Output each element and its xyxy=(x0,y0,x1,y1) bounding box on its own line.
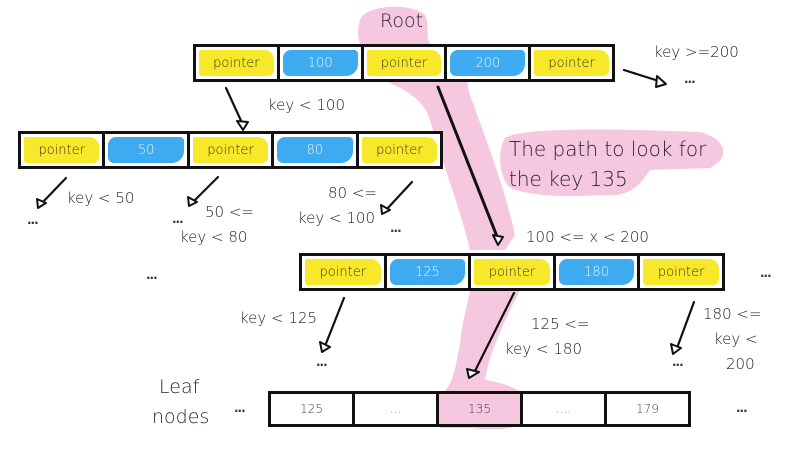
leaf-entry-gap-2: .... xyxy=(523,394,607,424)
leaf-entry-gap-1: ... xyxy=(355,394,439,424)
arrow-mid-p1 xyxy=(323,296,346,348)
leaf-title-2: nodes xyxy=(152,406,210,428)
search-path-callout: The path to look for the key 135 xyxy=(509,134,706,194)
middle-range-label: 100 <= x < 200 xyxy=(526,228,649,246)
middle-right-ellipsis: ... xyxy=(760,266,772,280)
left-internal-node: pointer 50 pointer 80 pointer xyxy=(18,131,443,169)
arrowhead-icon xyxy=(655,75,667,88)
callout-line-1: The path to look for xyxy=(509,137,707,161)
root-node: pointer 100 pointer 200 pointer xyxy=(193,44,615,82)
arrow-left-p3 xyxy=(384,180,414,212)
root-key-2: 200 xyxy=(447,47,532,79)
middle-pointer-3: pointer xyxy=(640,256,722,288)
callout-line-2: the key 135 xyxy=(509,167,628,191)
arrow-left-p1 xyxy=(40,176,68,205)
root-pointer-2: pointer xyxy=(364,47,448,79)
left-pointer-2: pointer xyxy=(190,134,275,166)
middle-pointer-2: pointer xyxy=(471,256,556,288)
middle-label-3b: key < xyxy=(714,330,758,348)
arrowhead-icon xyxy=(670,343,682,355)
arrowhead-icon xyxy=(236,120,249,131)
middle-ellipsis-3: ... xyxy=(672,355,684,369)
left-label-2b: key < 80 xyxy=(180,228,248,246)
root-left-label: key < 100 xyxy=(268,96,345,114)
left-ellipsis-2: ... xyxy=(172,212,184,226)
middle-key-2: 180 xyxy=(556,256,641,288)
left-label-1: key < 50 xyxy=(67,189,135,207)
left-label-2a: 50 <= xyxy=(205,203,254,221)
arrowhead-icon xyxy=(36,198,47,209)
arrows xyxy=(40,68,696,375)
arrow-mid-p3 xyxy=(675,300,696,350)
root-title: Root xyxy=(380,10,424,32)
middle-key-1: 125 xyxy=(387,256,472,288)
left-pointer-1: pointer xyxy=(21,134,106,166)
leaf-entry-135-highlighted: 135 xyxy=(439,394,523,424)
leaf-entry-179: 179 xyxy=(636,402,659,416)
middle-label-1: key < 125 xyxy=(240,309,317,327)
arrow-root-left xyxy=(224,86,245,127)
middle-ellipsis-1: ... xyxy=(316,355,328,369)
arrowhead-icon xyxy=(380,204,391,215)
leaf-title-1: Leaf xyxy=(159,376,200,398)
left-label-3a: 80 <= xyxy=(328,184,377,202)
left-key-2: 80 xyxy=(274,134,359,166)
middle-label-3c: 200 xyxy=(726,355,755,373)
arrowheads xyxy=(36,75,682,379)
arrow-mid-p2 xyxy=(472,291,516,375)
root-pointer-1: pointer xyxy=(196,47,280,79)
arrowhead-icon xyxy=(187,196,198,207)
arrowhead-icon xyxy=(319,341,331,353)
left-label-3b: key < 100 xyxy=(298,209,375,227)
left-pointer-3: pointer xyxy=(359,134,440,166)
middle-internal-node: pointer 125 pointer 180 pointer xyxy=(299,253,725,291)
arrow-root-middle xyxy=(436,85,500,241)
root-right-label: key >=200 xyxy=(654,43,739,61)
arrow-left-p2 xyxy=(191,175,220,204)
left-ellipsis-4: ... xyxy=(146,268,158,282)
leaf-node: 125 ... 135 .... 179 xyxy=(268,391,691,427)
middle-label-2b: key < 180 xyxy=(505,340,582,358)
middle-pointer-1: pointer xyxy=(302,256,387,288)
leaf-entry-125: 125 xyxy=(271,394,355,424)
middle-label-3a: 180 <= xyxy=(703,305,762,323)
leaf-right-ellipsis: ... xyxy=(736,401,748,415)
left-key-1: 50 xyxy=(105,134,190,166)
left-ellipsis-1: ... xyxy=(27,213,39,227)
arrowhead-icon xyxy=(492,234,504,246)
leaf-left-ellipsis: ... xyxy=(234,401,246,415)
left-ellipsis-3: ... xyxy=(390,221,402,235)
arrowhead-icon xyxy=(466,368,480,379)
root-pointer-3: pointer xyxy=(531,47,612,79)
root-key-1: 100 xyxy=(280,47,364,79)
root-right-ellipsis: ... xyxy=(684,72,696,86)
middle-label-2a: 125 <= xyxy=(531,315,590,333)
